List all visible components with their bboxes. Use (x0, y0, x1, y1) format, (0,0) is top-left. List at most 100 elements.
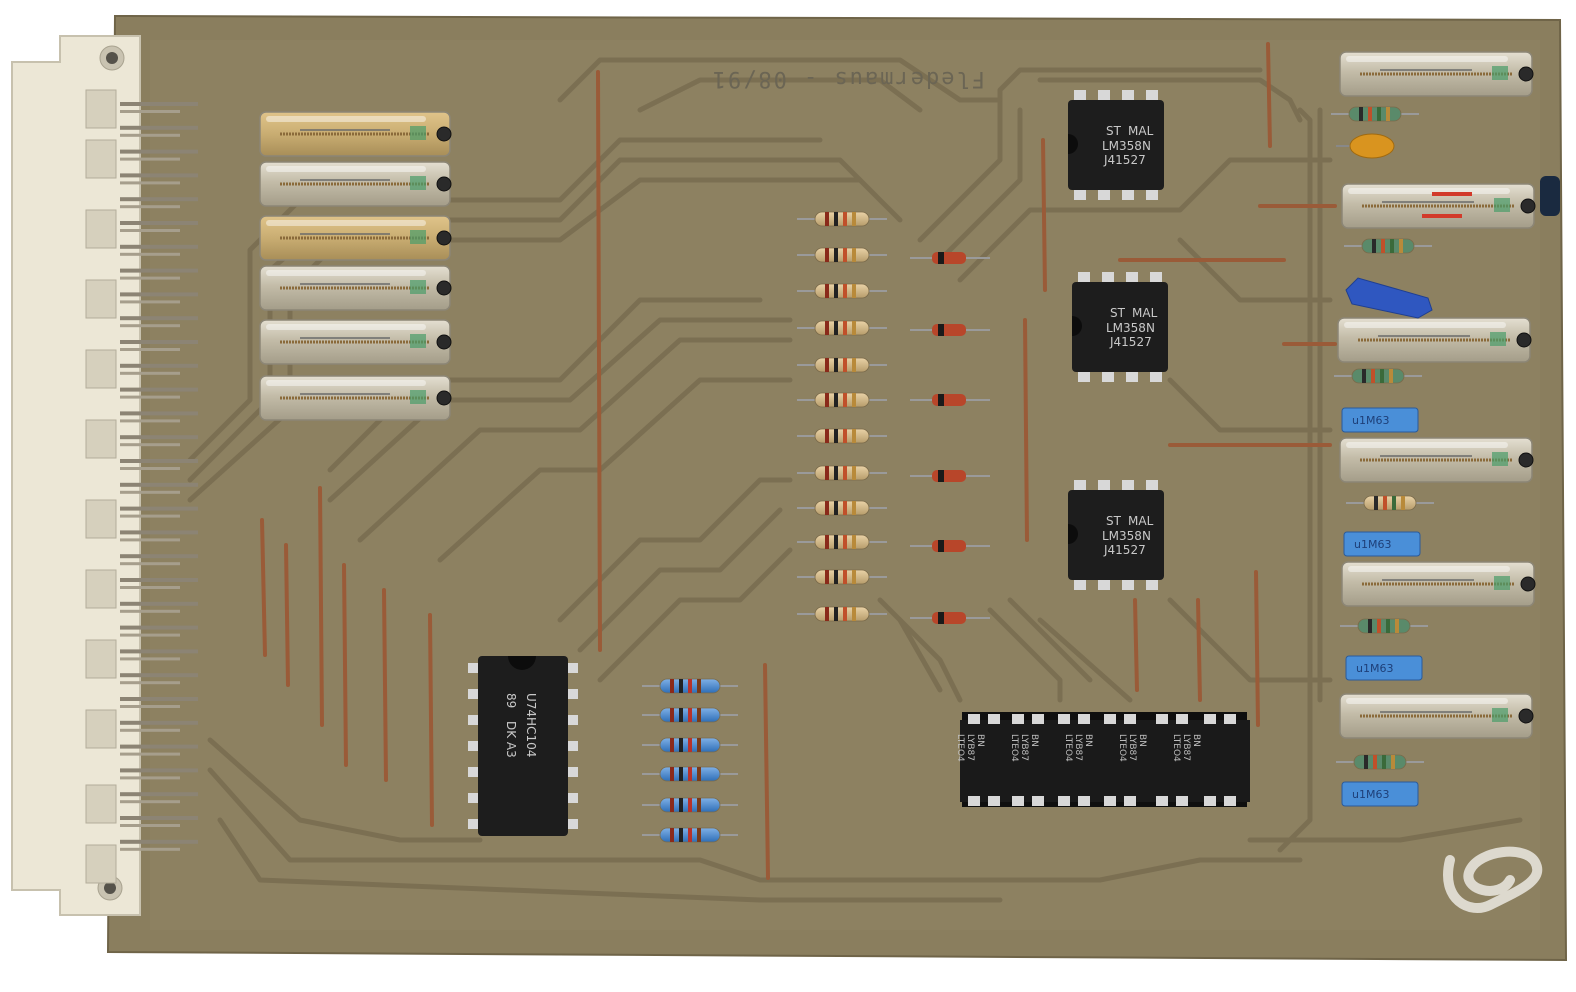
ic-pin (468, 663, 480, 673)
connector-pin (120, 824, 180, 827)
ic-pin (1122, 90, 1134, 102)
optocoupler-line2: LTEO4 (1117, 734, 1127, 762)
resistor (797, 320, 887, 336)
copper-trace (1167, 377, 1333, 433)
ic-pin (1104, 714, 1116, 724)
resistor (797, 211, 887, 227)
connector-pin (120, 649, 198, 654)
resistor (797, 569, 887, 585)
connector-pin (120, 419, 180, 423)
svg-text:U74HC104: U74HC104 (524, 693, 538, 757)
resistor (797, 247, 887, 263)
reed-relay (259, 375, 452, 421)
reed-relay (259, 265, 452, 311)
optocoupler-brand: BN (1083, 734, 1093, 747)
connector-pin (120, 530, 198, 535)
connector-pin (120, 125, 198, 130)
ic-pin (1102, 272, 1114, 284)
connector-slot (85, 139, 117, 179)
film-capacitor-label: u1M63 (1352, 788, 1389, 801)
ic-pin (1122, 480, 1134, 492)
ic-pin (988, 796, 1000, 806)
connector-slot (85, 349, 117, 389)
ic-pin (1146, 480, 1158, 492)
connector-pin (120, 792, 198, 797)
connector-pin (120, 578, 198, 582)
connector-pin (120, 816, 198, 820)
film-capacitor: u1M63 (1345, 655, 1423, 681)
ic-pin (1098, 90, 1110, 102)
connector-pin (120, 435, 198, 440)
copper-trace (1247, 817, 1523, 843)
reed-relay (1339, 437, 1534, 483)
ic-pin (468, 819, 480, 829)
connector-slot (85, 499, 117, 539)
ic-pin (1122, 578, 1134, 590)
connector-pin (120, 173, 198, 178)
connector-pin (120, 316, 198, 321)
blue-resistor (642, 678, 738, 694)
connector-pin (120, 149, 198, 154)
ic-pin (1124, 796, 1136, 806)
connector-pin (120, 554, 198, 559)
connector-pin (120, 324, 180, 328)
connector-pin (120, 292, 198, 297)
jumper-wire (1254, 570, 1260, 727)
reed-relay (259, 215, 452, 261)
copper-trace (957, 157, 1333, 283)
copper-trace (897, 617, 943, 693)
small-resistor (1344, 238, 1432, 254)
relay-wire-stub (1540, 176, 1560, 216)
ic-pin (1176, 714, 1188, 724)
svg-text:DK A3: DK A3 (504, 721, 518, 758)
jumper-wire (428, 613, 434, 827)
diode (910, 540, 990, 552)
connector-pin (120, 268, 198, 273)
connector-slot (85, 639, 117, 679)
copper-trace (937, 107, 1023, 263)
connector-pin (120, 586, 180, 589)
ic-pin (566, 663, 578, 673)
ic-pin (1058, 714, 1070, 724)
diode (910, 252, 990, 264)
connector-pin (120, 673, 198, 678)
connector-pin (120, 697, 198, 701)
connector-pin (120, 800, 180, 804)
connector-slot (85, 279, 117, 319)
optocoupler-brand: BN (1029, 734, 1039, 747)
ic-pin (1074, 578, 1086, 590)
copper-trace (1037, 77, 1303, 123)
film-capacitor-label: u1M63 (1354, 538, 1391, 551)
svg-text:J41527: J41527 (1109, 335, 1152, 349)
reed-relay (259, 161, 452, 207)
connector-pin (120, 340, 198, 344)
svg-text:LM358N: LM358N (1102, 139, 1151, 153)
ic-pin (1104, 796, 1116, 806)
optocoupler-line1: LYB87 (1181, 734, 1191, 761)
connector-pin (120, 181, 180, 185)
copper-trace (557, 57, 1003, 103)
connector-slot (85, 569, 117, 609)
svg-text:LM358N: LM358N (1106, 321, 1155, 335)
copper-trace (597, 547, 793, 683)
ic-pin (1102, 370, 1114, 382)
copper-trace (577, 507, 783, 653)
diode (910, 324, 990, 336)
blue-resistor (642, 797, 738, 813)
optocoupler-brand: BN (975, 734, 985, 747)
jumper-wire (1133, 598, 1139, 692)
edge-connector (11, 35, 198, 916)
connector-pin (120, 657, 180, 661)
copper-trace (217, 817, 1003, 903)
silkscreen-label: Fledermaus - 08/91 (711, 66, 985, 91)
op-amp-1-logo: ST (1106, 124, 1122, 138)
film-capacitor-label: u1M63 (1356, 662, 1393, 675)
svg-text:MAL: MAL (1132, 306, 1158, 320)
svg-text:J41527: J41527 (1103, 543, 1146, 557)
connector-pin (120, 538, 180, 542)
connector-pin (120, 562, 180, 566)
jumper-wire (318, 486, 324, 727)
